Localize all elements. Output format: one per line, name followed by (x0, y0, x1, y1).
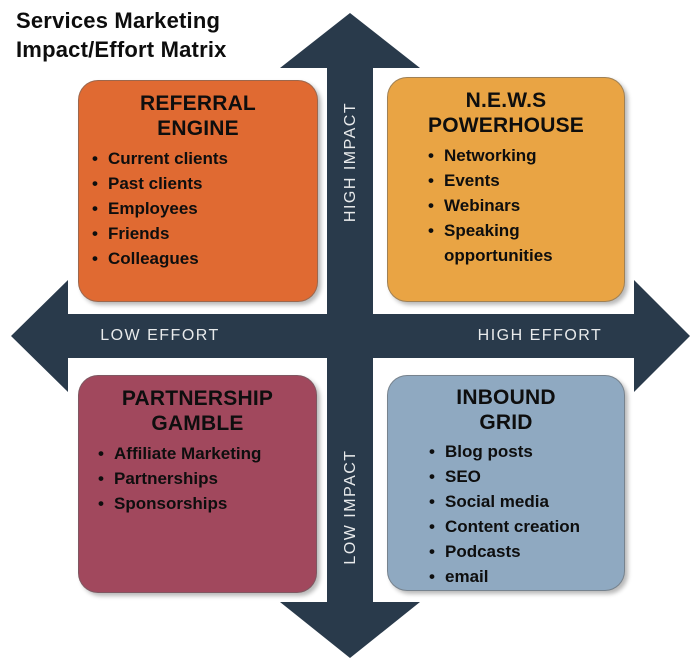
list-item: Colleagues (92, 246, 311, 271)
axis-label-high-effort: HIGH EFFORT (477, 327, 603, 344)
quadrant-list: Blog postsSEOSocial mediaContent creatio… (388, 439, 624, 589)
list-item: Events (428, 168, 618, 193)
list-item: Content creation (429, 514, 618, 539)
quadrant-referral-engine: REFERRAL ENGINE Current clientsPast clie… (78, 80, 318, 302)
list-item: Networking (428, 143, 618, 168)
page-title: Services Marketing Impact/Effort Matrix (16, 8, 227, 62)
quadrant-title: INBOUND GRID (456, 386, 556, 434)
list-item: Friends (92, 221, 311, 246)
list-item: Affiliate Marketing (98, 441, 310, 466)
list-item: Speaking opportunities (428, 218, 618, 268)
quadrant-title: PARTNERSHIP GAMBLE (121, 387, 274, 435)
horizontal-effort-arrow (11, 280, 690, 392)
list-item: Current clients (92, 146, 311, 171)
list-item: Blog posts (429, 439, 618, 464)
quadrant-list: Current clientsPast clientsEmployeesFrie… (79, 146, 317, 271)
quadrant-list: Affiliate MarketingPartnershipsSponsorsh… (79, 441, 316, 516)
list-item: Sponsorships (98, 491, 310, 516)
quadrant-list: NetworkingEventsWebinarsSpeaking opportu… (388, 143, 624, 268)
list-item: Partnerships (98, 466, 310, 491)
axis-label-high-impact: HIGH IMPACT (342, 101, 359, 223)
axis-label-low-impact: LOW IMPACT (342, 449, 359, 565)
quadrant-inbound-grid: INBOUND GRID Blog postsSEOSocial mediaCo… (387, 375, 625, 591)
list-item: Webinars (428, 193, 618, 218)
list-item: Past clients (92, 171, 311, 196)
list-item: email (429, 564, 618, 589)
list-item: Social media (429, 489, 618, 514)
list-item: Employees (92, 196, 311, 221)
list-item: SEO (429, 464, 618, 489)
quadrant-title: N.E.W.S POWERHOUSE (427, 89, 584, 137)
axis-label-low-effort: LOW EFFORT (100, 327, 220, 344)
quadrant-partnership-gamble: PARTNERSHIP GAMBLE Affiliate MarketingPa… (78, 375, 317, 593)
list-item: Podcasts (429, 539, 618, 564)
quadrant-title: REFERRAL ENGINE (140, 92, 256, 140)
quadrant-news-powerhouse: N.E.W.S POWERHOUSE NetworkingEventsWebin… (387, 77, 625, 302)
